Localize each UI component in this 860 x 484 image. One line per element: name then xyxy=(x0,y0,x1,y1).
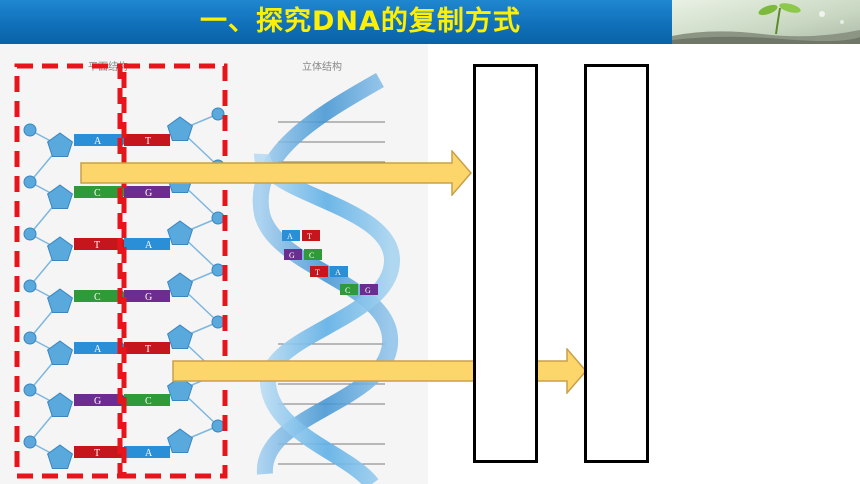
phosphate-icon xyxy=(23,331,37,345)
base-A xyxy=(124,238,170,250)
base-label: A xyxy=(287,232,293,241)
phosphate-icon xyxy=(23,383,37,397)
helix-strand-front xyxy=(254,152,401,484)
base-label: A xyxy=(94,344,102,355)
base-T xyxy=(74,446,122,458)
base-T xyxy=(124,134,170,146)
base-label: G xyxy=(365,286,371,295)
base-G xyxy=(284,249,302,260)
phosphate-icon xyxy=(211,315,225,329)
base-label: A xyxy=(94,136,102,147)
base-C xyxy=(124,394,170,406)
stereo-structure-label: 立体结构 xyxy=(302,62,342,73)
base-label: T xyxy=(307,232,312,241)
deoxyribose-icon xyxy=(47,288,73,313)
base-T xyxy=(302,230,320,241)
base-label: A xyxy=(335,268,341,277)
base-G xyxy=(124,186,170,198)
deoxyribose-icon xyxy=(167,428,193,453)
base-T xyxy=(74,238,122,250)
deoxyribose-icon xyxy=(47,236,73,261)
arrow-to-box-1 xyxy=(80,150,472,196)
deoxyribose-icon xyxy=(167,376,193,401)
base-A xyxy=(282,230,300,241)
base-label: C xyxy=(94,188,101,199)
base-A xyxy=(330,266,348,277)
phosphate-icon xyxy=(23,279,37,293)
base-A xyxy=(124,446,170,458)
base-C xyxy=(74,290,122,302)
phosphate-icon xyxy=(23,435,37,449)
arrow-to-box-2 xyxy=(172,348,587,394)
deoxyribose-icon xyxy=(47,132,73,157)
base-T xyxy=(124,342,170,354)
base-C xyxy=(304,249,322,260)
base-label: T xyxy=(145,136,151,147)
left-backbone xyxy=(23,123,73,469)
slide-title: 一、探究DNA的复制方式 xyxy=(200,6,521,37)
base-label: C xyxy=(309,251,314,260)
title-bar: 一、探究DNA的复制方式 xyxy=(0,0,860,44)
base-G xyxy=(74,394,122,406)
strand-answer-box-1[interactable] xyxy=(473,64,538,463)
phosphate-icon xyxy=(23,227,37,241)
phosphate-icon xyxy=(211,107,225,121)
deoxyribose-icon xyxy=(167,220,193,245)
base-label: A xyxy=(145,240,153,251)
base-label: C xyxy=(145,396,152,407)
deoxyribose-icon xyxy=(167,272,193,297)
phosphate-icon xyxy=(211,263,225,277)
base-G xyxy=(124,290,170,302)
deoxyribose-icon xyxy=(167,324,193,349)
base-G xyxy=(360,284,378,295)
base-A xyxy=(74,134,122,146)
phosphate-icon xyxy=(211,211,225,225)
base-label: C xyxy=(345,286,350,295)
right-strand-dashed-box xyxy=(121,63,228,479)
base-label: T xyxy=(315,268,320,277)
deoxyribose-icon xyxy=(167,116,193,141)
deoxyribose-icon xyxy=(47,392,73,417)
seedling-photo xyxy=(672,0,860,44)
base-C xyxy=(74,186,122,198)
base-label: A xyxy=(145,448,153,459)
strand-answer-box-2[interactable] xyxy=(584,64,649,463)
base-label: T xyxy=(145,344,151,355)
phosphate-icon xyxy=(23,175,37,189)
deoxyribose-icon xyxy=(47,340,73,365)
base-label: G xyxy=(145,188,152,199)
base-label: G xyxy=(145,292,152,303)
base-C xyxy=(340,284,358,295)
left-strand-dashed-box xyxy=(14,63,123,479)
deoxyribose-icon xyxy=(47,444,73,469)
base-T xyxy=(310,266,328,277)
base-label: G xyxy=(94,396,101,407)
base-A xyxy=(74,342,122,354)
deoxyribose-icon xyxy=(47,184,73,209)
base-label: T xyxy=(94,240,100,251)
helix-strand-back xyxy=(252,73,399,475)
base-label: T xyxy=(94,448,100,459)
base-label: G xyxy=(289,251,295,260)
base-label: C xyxy=(94,292,101,303)
phosphate-icon xyxy=(23,123,37,137)
phosphate-icon xyxy=(211,419,225,433)
